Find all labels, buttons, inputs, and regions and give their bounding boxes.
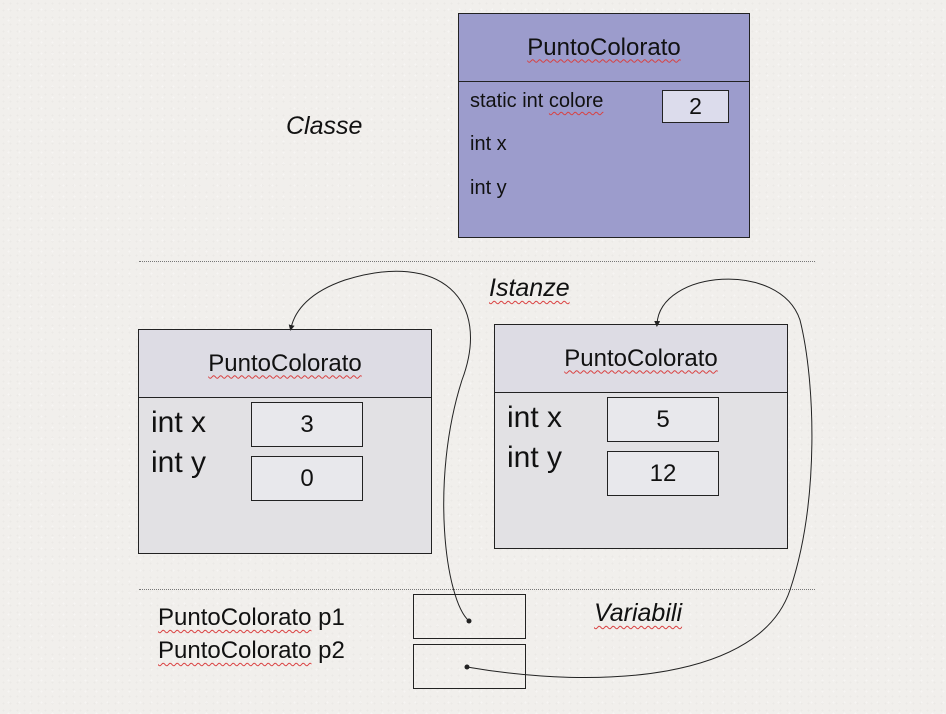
variables-section-label: Variabili xyxy=(594,599,683,627)
instance-2-y-value: 12 xyxy=(649,459,677,487)
instance-box-1: PuntoColorato int x int y 3 0 xyxy=(138,329,432,554)
instance-2-class-name: PuntoColorato xyxy=(564,344,718,372)
instance-2-field-y: int y xyxy=(507,441,563,474)
variable-p1-box xyxy=(413,594,526,639)
instance-2-x-value: 5 xyxy=(656,405,670,433)
static-field-name: colore xyxy=(548,90,604,112)
class-field-static-colore: static int colore xyxy=(470,90,603,113)
instance-1-x-value: 3 xyxy=(300,410,314,438)
instance-1-y-value-box: 0 xyxy=(251,456,363,501)
class-name: PuntoColorato xyxy=(527,33,681,61)
static-field-keyword: static int xyxy=(470,90,549,112)
variable-p2-type: PuntoColorato xyxy=(158,637,312,664)
class-box-header: PuntoColorato xyxy=(459,14,749,82)
instances-section-label: Istanze xyxy=(489,274,570,302)
instance-1-class-name: PuntoColorato xyxy=(208,349,362,377)
class-instances-divider xyxy=(139,261,815,262)
p2-reference-arrow xyxy=(466,278,813,679)
variable-p2-box xyxy=(413,644,526,689)
class-field-x: int x xyxy=(470,133,507,155)
variable-p1-type: PuntoColorato xyxy=(158,604,312,631)
instance-2-field-x: int x xyxy=(507,401,563,434)
static-colore-value: 2 xyxy=(689,93,702,119)
instance-box-2: PuntoColorato int x int y 5 12 xyxy=(494,324,788,549)
instance-1-header: PuntoColorato xyxy=(139,330,431,398)
class-section-label: Classe xyxy=(286,112,363,140)
instance-1-field-x: int x xyxy=(151,406,207,439)
class-box: PuntoColorato static int colore 2 int x … xyxy=(458,13,750,238)
variable-p1-declaration: PuntoColorato p1 xyxy=(158,604,345,632)
instances-variables-divider xyxy=(139,589,815,590)
variable-p2-name: p2 xyxy=(318,637,345,664)
variable-p1-name: p1 xyxy=(318,604,345,631)
p1-reference-arrow xyxy=(288,270,471,622)
instance-1-y-value: 0 xyxy=(300,464,314,492)
class-field-y: int y xyxy=(470,177,507,199)
instance-2-x-value-box: 5 xyxy=(607,397,719,442)
variable-p2-declaration: PuntoColorato p2 xyxy=(158,637,345,665)
instance-1-field-y: int y xyxy=(151,446,207,479)
instance-2-y-value-box: 12 xyxy=(607,451,719,496)
instance-2-header: PuntoColorato xyxy=(495,325,787,393)
static-colore-value-box: 2 xyxy=(662,90,729,123)
instance-1-x-value-box: 3 xyxy=(251,402,363,447)
